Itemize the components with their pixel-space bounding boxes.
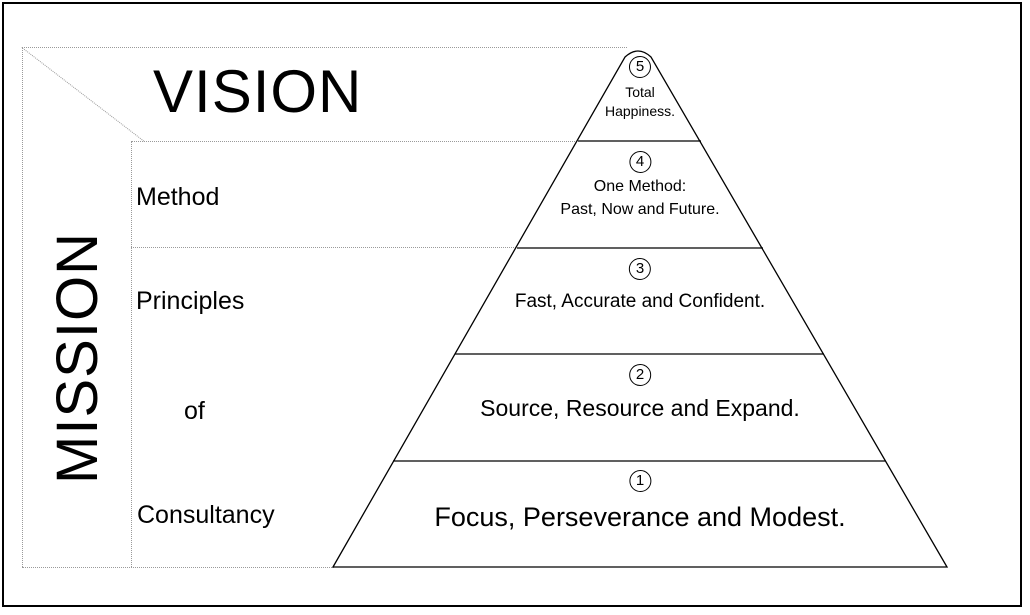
tier-1-number: 1 [629, 470, 651, 492]
label-method: Method [136, 183, 220, 211]
dotted-guide-left [22, 47, 23, 567]
tier-4-line-2: Past, Now and Future. [560, 201, 720, 219]
tier-4-line-1: One Method: [593, 178, 687, 195]
tier-5-number: 5 [628, 56, 651, 78]
tier-5-line-2: Happiness. [604, 102, 676, 119]
label-principles: Principles [136, 287, 245, 315]
tier-5-line-1: Total [625, 84, 655, 100]
dotted-guide-inner-left [131, 141, 132, 567]
label-of: of [184, 397, 205, 425]
tier-2: 2 Source, Resource and Expand. [480, 364, 800, 423]
vision-title: VISION [153, 58, 363, 125]
pyramid-outline [331, 50, 949, 568]
dotted-guide-top [22, 47, 627, 48]
tier-3-text: Fast, Accurate and Confident. [514, 291, 766, 312]
tier-2-text: Source, Resource and Expand. [480, 395, 800, 421]
tier-2-number: 2 [629, 364, 651, 386]
tier-3: 3 Fast, Accurate and Confident. [515, 258, 765, 314]
tier-4-number: 4 [629, 151, 651, 173]
outer-frame [2, 2, 1022, 607]
dotted-guide-vision-line [131, 141, 579, 142]
label-consultancy: Consultancy [137, 501, 275, 529]
dotted-guide-method-line [131, 247, 518, 248]
tier-4: 4 One Method: Past, Now and Future. [560, 151, 720, 221]
dotted-guide-bottom [22, 567, 334, 568]
tier-1-text: Focus, Perseverance and Modest. [434, 502, 846, 532]
tier-5: 5 Total Happiness. [605, 56, 675, 121]
tier-1: 1 Focus, Perseverance and Modest. [434, 470, 846, 535]
tier-3-number: 3 [629, 258, 651, 280]
